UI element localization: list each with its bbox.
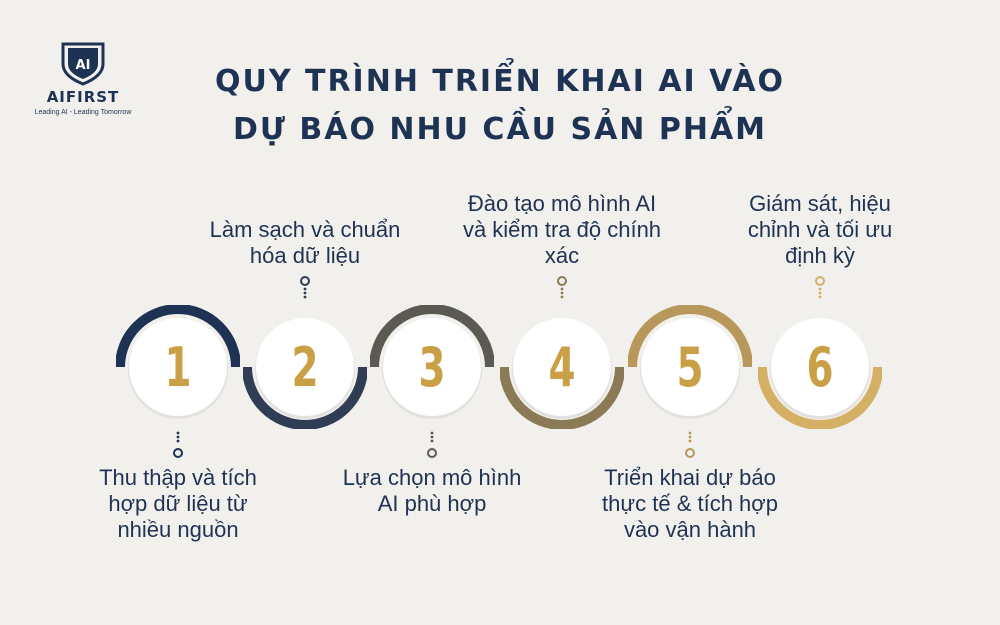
step-ring-6 <box>758 318 882 429</box>
step-disc-5 <box>641 318 739 416</box>
step-arc-1 <box>116 305 240 368</box>
step-number-4: 4 <box>548 335 576 399</box>
step-ring-5 <box>628 305 752 419</box>
step-arc-5 <box>628 305 752 368</box>
step-ring-3 <box>370 305 494 419</box>
step-ring-1 <box>116 305 240 419</box>
step-disc-1 <box>129 318 227 416</box>
step-label-4: Đào tạo mô hình AI và kiểm tra độ chính … <box>462 191 662 268</box>
step-number-3: 3 <box>418 335 446 399</box>
title-line-1: QUY TRÌNH TRIỂN KHAI AI VÀO <box>214 64 786 99</box>
step-disc-4 <box>513 318 611 416</box>
step-number-6: 6 <box>806 335 834 399</box>
step-connector-5 <box>685 431 695 458</box>
step-connector-6 <box>815 276 825 299</box>
process-step-4: 4 <box>500 305 624 429</box>
step-label-5: Triển khai dự báo thực tế & tích hợp vào… <box>602 465 778 542</box>
step-disc-3 <box>383 318 481 416</box>
process-step-5: 5 <box>628 305 752 429</box>
step-arc-6 <box>758 366 882 429</box>
step-connector-4 <box>557 276 567 299</box>
step-connector-1 <box>173 431 183 458</box>
page-title: QUY TRÌNH TRIỂN KHAI AI VÀO DỰ BÁO NHU C… <box>0 58 1000 154</box>
step-arc-4 <box>500 366 624 429</box>
process-step-3: 3 <box>370 305 494 429</box>
step-arc-2 <box>243 366 367 429</box>
brand-name: AIFIRST <box>46 88 120 106</box>
step-number-2: 2 <box>291 335 319 399</box>
step-arc-3 <box>370 305 494 368</box>
step-connector-2 <box>300 276 310 299</box>
step-disc-6 <box>771 318 869 416</box>
step-label-1: Thu thập và tích hợp dữ liệu từ nhiều ng… <box>99 465 257 542</box>
step-number-5: 5 <box>676 335 704 399</box>
title-line-2: DỰ BÁO NHU CẦU SẢN PHẨM <box>232 112 768 147</box>
step-connector-3 <box>427 431 437 458</box>
step-label-3: Lựa chọn mô hình AI phù hợp <box>342 465 522 516</box>
brand-logo: AI AIFIRST Leading AI - Leading Tomorrow <box>28 40 138 116</box>
step-disc-2 <box>256 318 354 416</box>
step-ring-2 <box>243 318 367 429</box>
step-number-1: 1 <box>164 335 192 399</box>
step-label-6: Giám sát, hiệu chỉnh và tối ưu định kỳ <box>747 191 893 268</box>
brand-tagline: Leading AI - Leading Tomorrow <box>34 109 132 116</box>
process-step-6: 6 <box>758 305 882 429</box>
step-ring-4 <box>500 318 624 429</box>
process-step-2: 2 <box>243 305 367 429</box>
process-step-1: 1 <box>116 305 240 429</box>
step-label-2: Làm sạch và chuẩn hóa dữ liệu <box>209 217 401 268</box>
shield-logo-icon: AI <box>61 42 105 86</box>
logo-mark-text: AI <box>76 58 91 73</box>
